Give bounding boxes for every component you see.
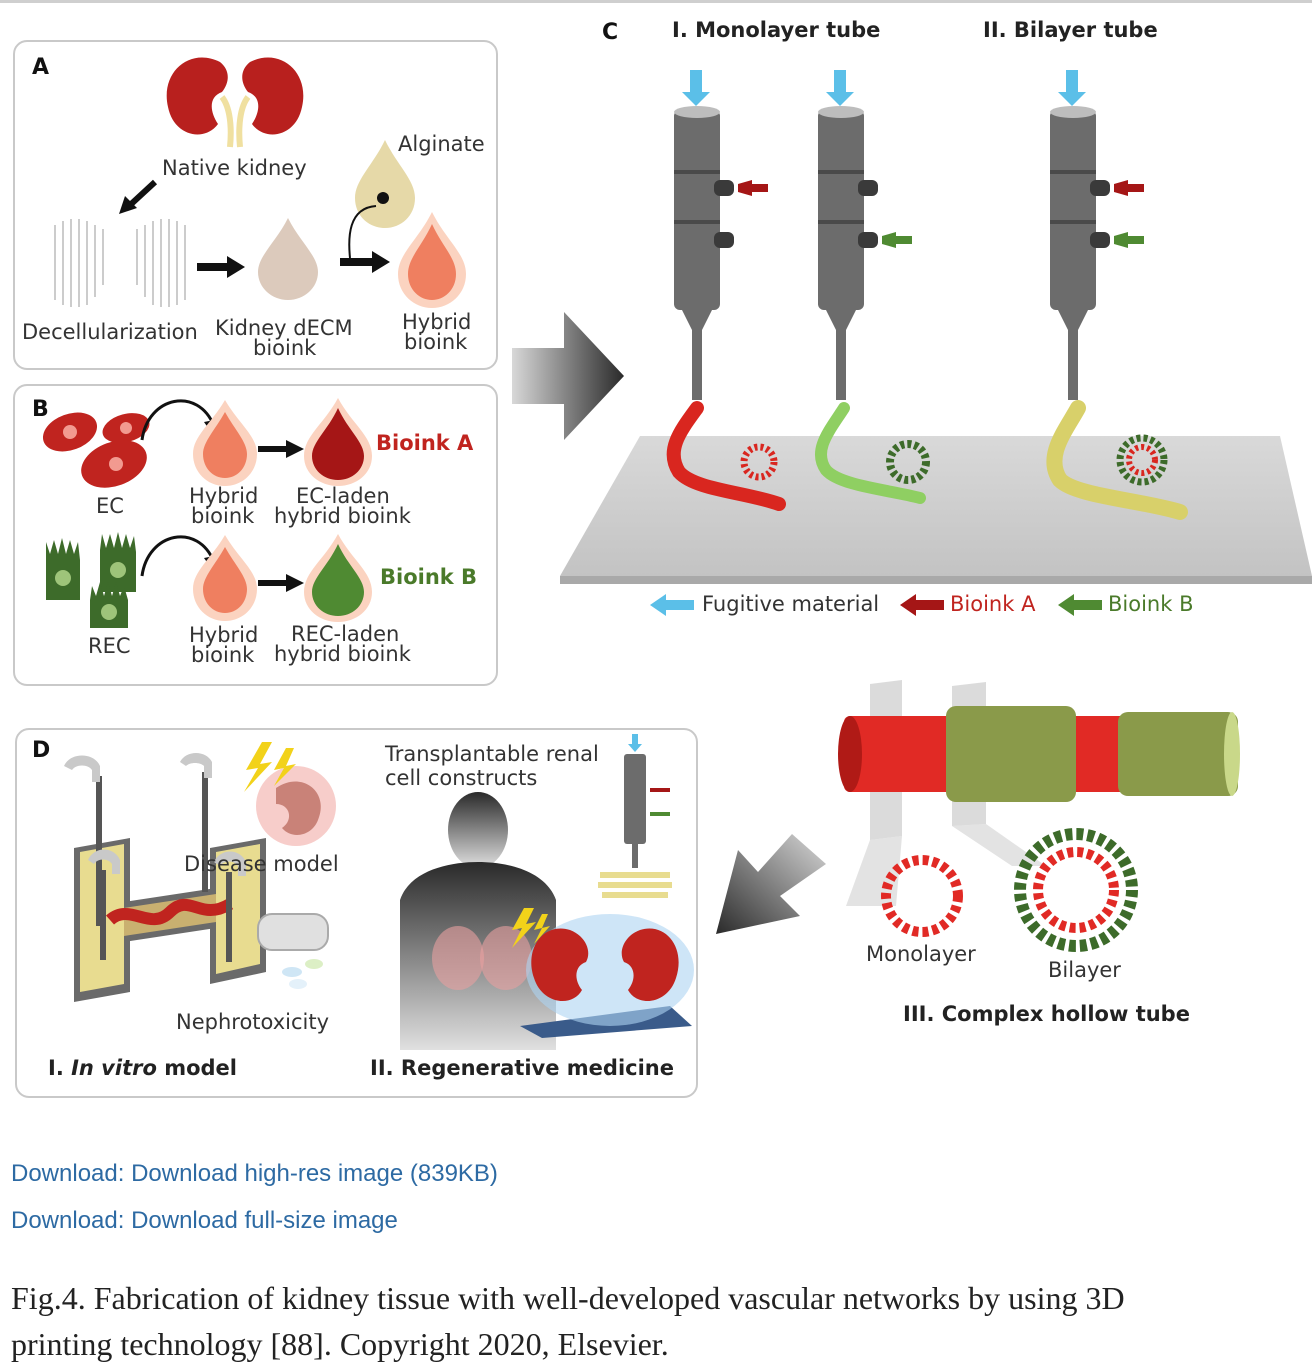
native-kidney-label: Native kidney (162, 156, 307, 180)
complex-hollow-tube-title: III. Complex hollow tube (903, 1002, 1190, 1026)
arrow-down-left-icon (119, 179, 158, 214)
rec-laden-label: REC-laden (291, 622, 400, 646)
h-shaped-chip-icon (64, 753, 329, 1002)
hybrid-drop-icon (193, 535, 257, 621)
hybrid-drop-icon (193, 400, 257, 486)
legend-fugitive-arrow-icon (650, 594, 694, 616)
kidney-transplant-icon (520, 914, 694, 1038)
panel-d-label: D (32, 738, 51, 763)
kidney-decm-label-2: bioink (253, 336, 317, 360)
rec-laden-label-2: hybrid bioink (274, 642, 411, 666)
panel-c-label: C (602, 20, 619, 45)
ec-laden-label-2: hybrid bioink (274, 504, 411, 528)
legend-bioink-b-arrow-icon (1058, 594, 1102, 616)
bilayer-tube-title: II. Bilayer tube (983, 18, 1158, 42)
panel-b-label: B (32, 397, 49, 422)
bioink-a-label: Bioink A (376, 431, 474, 455)
rec-label: REC (88, 634, 131, 658)
in-vitro-suffix: model (156, 1056, 237, 1080)
big-arrow-down-left-icon (716, 834, 826, 934)
ec-laden-label: EC-laden (296, 484, 390, 508)
arrow-right-icon (258, 440, 304, 458)
in-vitro-italic: In vitro (71, 1056, 157, 1080)
decellularization-label: Decellularization (22, 320, 198, 344)
big-arrow-right-icon (512, 312, 624, 440)
figure-caption-2: printing technology [88]. Copyright 2020… (11, 1326, 669, 1362)
lightning-disease-icon (244, 742, 336, 846)
red-monolayer-tube (666, 401, 786, 511)
green-monolayer-tube (815, 402, 930, 504)
download-fullsize-link[interactable]: Download: Download full-size image (11, 1207, 398, 1234)
hybrid-label-2: bioink (191, 643, 255, 667)
arrow-right-icon (197, 256, 245, 278)
complex-hollow-tube (838, 680, 1240, 952)
bioink-b-label: Bioink B (380, 565, 478, 589)
legend-bioink-a-label: Bioink A (950, 592, 1036, 616)
monolayer-tube-title: I. Monolayer tube (672, 18, 881, 42)
arrow-right-icon (340, 205, 390, 273)
hybrid-label-2: bioink (191, 504, 255, 528)
arrow-right-icon (258, 574, 304, 592)
bioink-b-drop-icon (304, 534, 372, 622)
in-vitro-prefix: I. (48, 1056, 72, 1080)
transplantable-label-2: cell constructs (385, 766, 538, 790)
in-vitro-model-label: I. In vitro model (48, 1056, 237, 1080)
decellularized-kidney-icon (54, 219, 186, 307)
printhead-nozzle-1 (674, 70, 768, 400)
printhead-nozzle-3 (1050, 70, 1144, 400)
mini-printhead-icon (598, 734, 672, 898)
legend-bioink-a-arrow-icon (900, 594, 944, 616)
printhead-nozzle-2 (818, 70, 912, 400)
transplantable-label: Transplantable renal (385, 742, 599, 766)
patient-silhouette-icon (400, 792, 556, 1050)
alginate-label: Alginate (398, 132, 485, 156)
hybrid-label: Hybrid (189, 623, 259, 647)
ec-label: EC (96, 494, 124, 518)
panel-a-label: A (32, 55, 50, 80)
monolayer-label: Monolayer (866, 942, 976, 966)
native-kidney-icon (166, 57, 304, 148)
download-highres-link[interactable]: Download: Download high-res image (839KB… (11, 1160, 498, 1187)
hybrid-bioink-label-2: bioink (404, 330, 468, 354)
disease-model-label: Disease model (184, 852, 339, 876)
bilayer-label: Bilayer (1048, 958, 1121, 982)
decm-drop-icon (258, 218, 318, 300)
ec-cells-icon (42, 412, 150, 488)
top-divider (0, 0, 1312, 3)
bioink-a-drop-icon (304, 398, 372, 486)
kidney-decm-label: Kidney dECM (215, 316, 353, 340)
nephrotoxicity-label: Nephrotoxicity (176, 1010, 330, 1034)
legend-bioink-b-label: Bioink B (1108, 592, 1194, 616)
legend-fugitive-label: Fugitive material (702, 592, 880, 616)
hybrid-bioink-label: Hybrid (402, 310, 472, 334)
hybrid-label: Hybrid (189, 484, 259, 508)
hybrid-drop-icon (398, 212, 466, 308)
regenerative-medicine-label: II. Regenerative medicine (370, 1056, 674, 1080)
rec-cells-icon (46, 532, 136, 628)
lightning-icon (512, 908, 550, 948)
bilayer-tube (1046, 400, 1188, 520)
figure-caption: Fig.4. Fabrication of kidney tissue with… (11, 1280, 1125, 1316)
